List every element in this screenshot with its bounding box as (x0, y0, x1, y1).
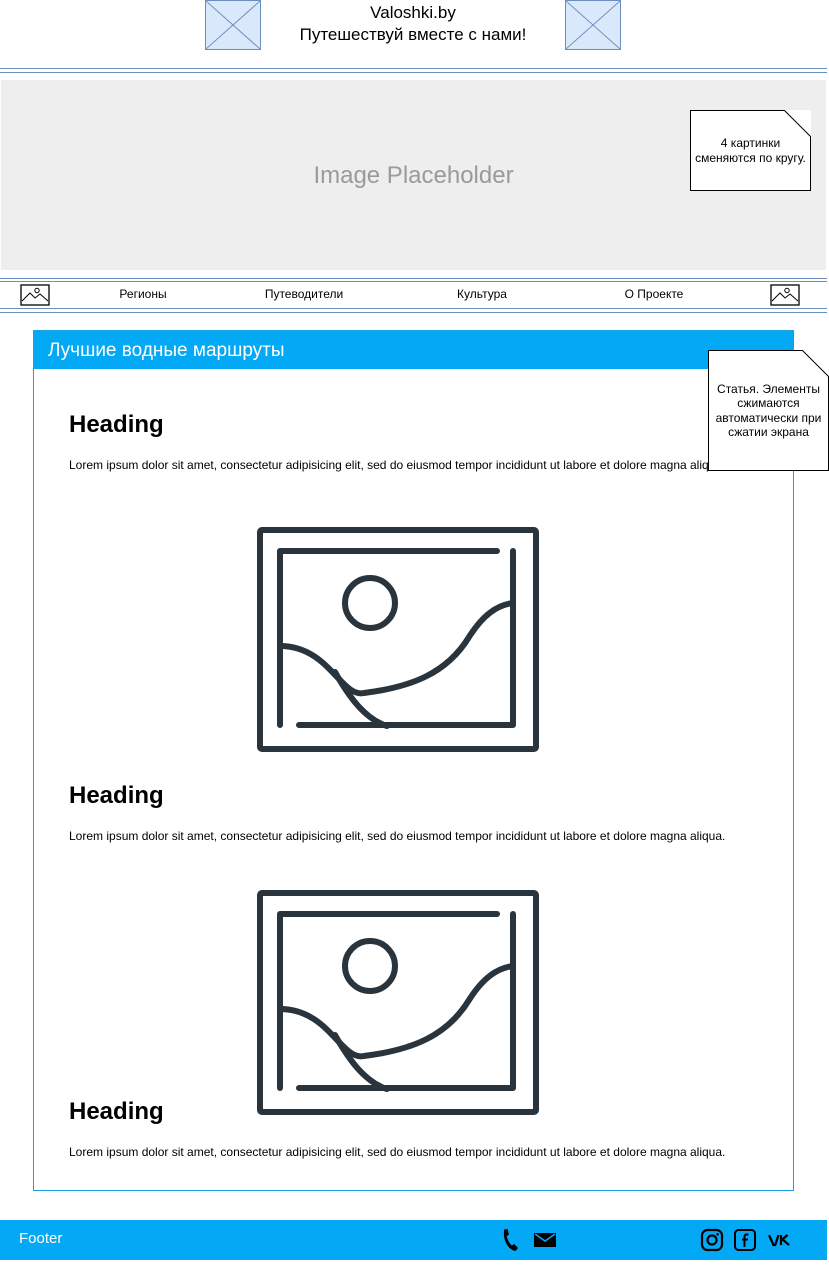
facebook-icon[interactable] (733, 1228, 757, 1252)
hero-image-placeholder: Image Placeholder (1, 80, 826, 270)
image-placeholder-icon (566, 1, 620, 49)
footer: Footer (0, 1220, 827, 1260)
instagram-icon[interactable] (700, 1228, 724, 1252)
article-note-text: Статья. Элементы сжимаются автоматически… (715, 381, 822, 440)
header-rule-top (0, 68, 827, 69)
section-text: Lorem ipsum dolor sit amet, consectetur … (69, 829, 726, 843)
hero-placeholder-label: Image Placeholder (313, 162, 514, 189)
logo-left-placeholder (205, 0, 261, 50)
article-title: Лучшие водные маршруты (48, 340, 285, 361)
nav-rule-bottom-1 (0, 308, 827, 309)
section-text: Lorem ipsum dolor sit amet, consectetur … (69, 458, 726, 472)
nav-item-about[interactable]: О Проекте (624, 287, 684, 301)
nav-item-regions[interactable]: Регионы (119, 287, 167, 301)
vk-icon[interactable] (768, 1228, 794, 1252)
image-icon[interactable] (770, 284, 800, 306)
site-slogan: Путешествуй вместе с нами! (299, 25, 527, 44)
logo-right-placeholder (565, 0, 621, 50)
nav-rule-top-2 (0, 281, 827, 282)
image-icon (257, 527, 539, 752)
hero-note-text: 4 картинки сменяются по кругу. (695, 136, 806, 165)
nav-rule-top-1 (0, 278, 827, 279)
note-fold-corner (784, 110, 811, 137)
note-fold-corner (802, 350, 829, 377)
footer-label: Footer (19, 1230, 63, 1247)
header-rule-bottom (0, 72, 827, 73)
mail-icon[interactable] (533, 1228, 557, 1252)
image-icon[interactable] (20, 284, 50, 306)
nav-rule-bottom-2 (0, 312, 827, 313)
hero-note: 4 картинки сменяются по кругу. (690, 110, 811, 191)
article-card: Лучшие водные маршруты Heading Lorem ips… (33, 330, 794, 1191)
phone-icon[interactable] (498, 1228, 522, 1252)
section-heading: Heading (69, 1098, 164, 1125)
section-heading: Heading (69, 411, 164, 438)
article-note: Статья. Элементы сжимаются автоматически… (708, 350, 829, 471)
nav-item-guides[interactable]: Путеводители (264, 287, 344, 301)
nav-item-culture[interactable]: Культура (457, 287, 507, 301)
image-placeholder-icon (206, 1, 260, 49)
article-header: Лучшие водные маршруты (34, 331, 793, 369)
image-icon (257, 890, 539, 1115)
site-name: Valoshki.by (370, 3, 456, 22)
section-text: Lorem ipsum dolor sit amet, consectetur … (69, 1145, 726, 1159)
section-heading: Heading (69, 782, 164, 809)
